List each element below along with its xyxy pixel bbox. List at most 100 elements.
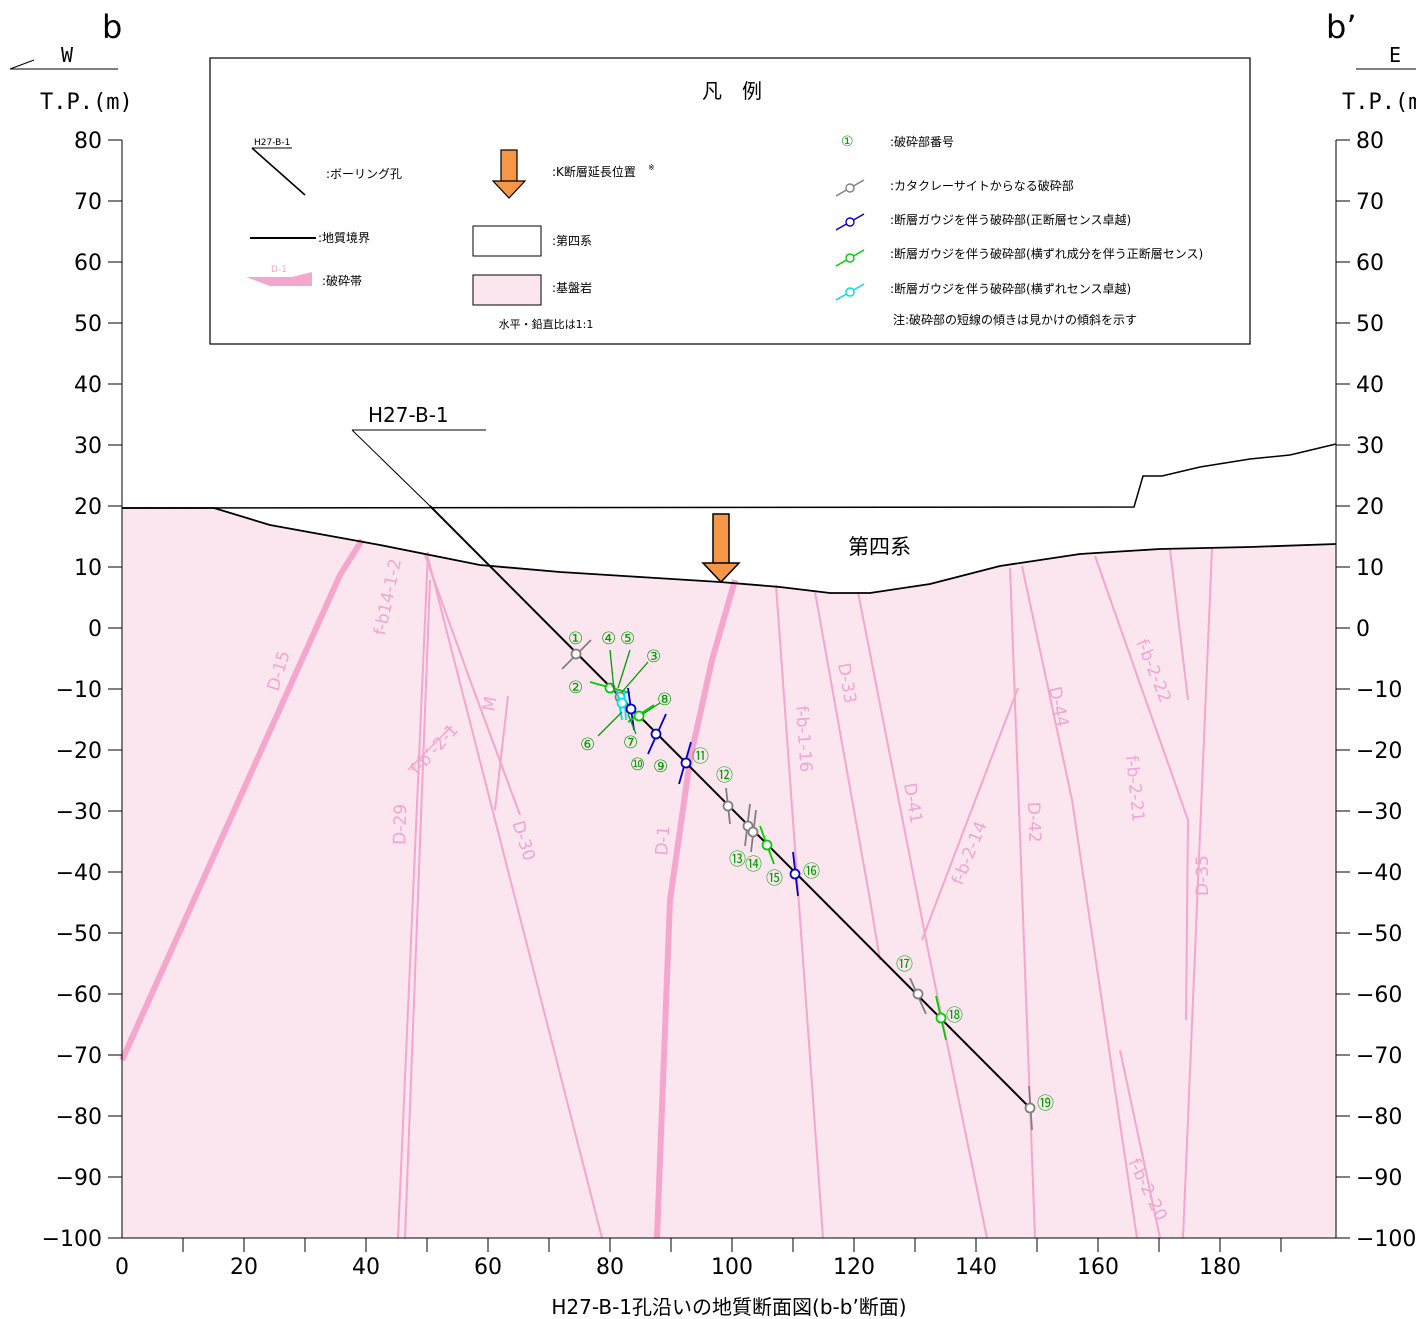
fracture-7	[625, 687, 637, 731]
fracture-no-1: ①	[568, 629, 583, 649]
x-tick-label: 180	[1199, 1255, 1241, 1280]
legend-borehole-icon	[251, 147, 306, 196]
x-tick-label: 160	[1077, 1255, 1119, 1280]
y-tick-label-right: 20	[1356, 495, 1384, 520]
east-direction: E	[1389, 43, 1401, 67]
y-tick-label-right: −60	[1356, 983, 1402, 1008]
fracture-no-11: ⑪	[692, 747, 709, 767]
legend-k-fault: :K断層延長位置	[552, 164, 636, 179]
fault-d42	[1009, 567, 1036, 1239]
y-tick-label-left: −40	[56, 861, 102, 886]
y-tick-label-right: −70	[1356, 1044, 1402, 1069]
fault-d33	[814, 591, 881, 961]
y-tick-label-right: −80	[1356, 1105, 1402, 1130]
x-tick-label: 80	[596, 1255, 624, 1280]
section-end-label: b’	[1326, 8, 1356, 46]
borehole-above	[351, 429, 431, 507]
fault-d35	[1182, 547, 1213, 1239]
legend-zone: :破砕帯	[322, 273, 362, 288]
right-unit-label: T.P.(m)	[1342, 90, 1416, 115]
fault-fb2-1	[424, 554, 521, 816]
fracture-4-5	[616, 689, 628, 721]
y-axis-left-labels: 80706050403020100−10−20−30−40−50−60−70−8…	[42, 129, 102, 1252]
ground-surface	[121, 443, 1337, 509]
legend-quaternary-swatch	[472, 225, 542, 257]
fracture-zones	[119, 538, 1213, 1239]
y-tick-label-left: 60	[74, 251, 102, 276]
fracture-14	[747, 809, 759, 853]
y-tick-label-left: −60	[56, 983, 102, 1008]
label-m: M	[479, 695, 501, 713]
fracture-11	[678, 741, 692, 785]
legend-borehole: :ボーリング孔	[326, 167, 402, 181]
y-tick-label-left: 50	[74, 312, 102, 337]
legend: 凡 例 H27-B-1 :ボーリング孔 :地質境界 D-1 :破砕帯 :K断層延…	[209, 57, 1251, 345]
y-tick-label-right: 60	[1356, 251, 1384, 276]
fault-fb14	[397, 551, 429, 1239]
fault-fb220	[1119, 1049, 1161, 1239]
fracture-no-3: ③	[646, 647, 661, 667]
x-tick-marks	[182, 1238, 1282, 1252]
y-tick-label-left: −20	[56, 739, 102, 764]
y-axis-right-labels: 80706050403020100−10−20−30−40−50−60−70−8…	[1356, 129, 1416, 1252]
y-tick-label-right: 10	[1356, 556, 1384, 581]
y-tick-label-left: 0	[88, 617, 102, 642]
k-fault-arrow	[701, 513, 741, 584]
left-unit-label: T.P.(m)	[40, 90, 133, 115]
legend-gouge-strike: :断層ガウジを伴う破砕部(横ずれセンス卓越)	[890, 281, 1131, 296]
fracture-no-10: ⑩	[630, 755, 645, 775]
legend-gouge-oblique: :断層ガウジを伴う破砕部(横ずれ成分を伴う正断層センス)	[890, 246, 1203, 261]
fault-fb2-1b	[407, 725, 453, 771]
legend-quaternary: :第四系	[552, 234, 592, 248]
fracture-no-17: ⑰	[896, 955, 913, 975]
fault-fb214	[921, 687, 1019, 941]
legend-bedrock-swatch	[472, 274, 542, 306]
y-tick-label-right: −90	[1356, 1166, 1402, 1191]
fracture-no-6: ⑥	[580, 735, 595, 755]
fracture-8	[627, 704, 655, 723]
fracture-9	[647, 713, 667, 755]
label-d29: D-29	[390, 804, 411, 846]
y-tick-label-left: 20	[74, 495, 102, 520]
y-tick-label-left: 30	[74, 434, 102, 459]
fracture-no-2: ②	[568, 678, 583, 698]
legend-gouge-normal: :断層ガウジを伴う破砕部(正断層センス卓越)	[890, 212, 1131, 227]
y-tick-label-left: −30	[56, 800, 102, 825]
y-tick-label-right: 30	[1356, 434, 1384, 459]
legend-gouge-normal-icon	[835, 213, 865, 231]
label-d42: D-42	[1023, 801, 1044, 843]
y-tick-label-right: −10	[1356, 678, 1402, 703]
y-tick-label-right: −40	[1356, 861, 1402, 886]
y-tick-label-right: 0	[1356, 617, 1370, 642]
x-tick-label: 40	[352, 1255, 380, 1280]
x-tick-label: 140	[955, 1255, 997, 1280]
fracture-12	[722, 787, 734, 825]
x-tick-label: 20	[230, 1255, 258, 1280]
legend-borehole-sample: H27-B-1	[254, 138, 290, 148]
fracture-no-5: ⑤	[620, 629, 635, 649]
fault-d44	[1021, 565, 1138, 1239]
y-tick-label-left: −10	[56, 678, 102, 703]
fracture-no-8: ⑧	[657, 690, 672, 710]
fracture-15	[759, 825, 775, 865]
fault-fb221	[1169, 549, 1189, 701]
y-tick-label-right: 40	[1356, 373, 1384, 398]
label-d35: D-35	[1193, 855, 1213, 896]
legend-title: 凡 例	[702, 79, 762, 103]
fault-fb222	[1094, 555, 1190, 1021]
fault-m	[494, 695, 509, 811]
quaternary-label: 第四系	[848, 535, 911, 559]
west-direction: W	[61, 43, 74, 67]
fracture-no-14: ⑭	[745, 855, 762, 875]
geologic-boundary	[122, 507, 1337, 594]
x-tick-label: 60	[474, 1255, 502, 1280]
y-tick-label-left: 40	[74, 373, 102, 398]
legend-note: 注:破砕部の短線の傾きは見かけの傾斜を示す	[893, 312, 1137, 327]
fracture-no-19: ⑲	[1037, 1094, 1054, 1114]
fracture-18	[935, 995, 947, 1041]
bedrock-area	[122, 508, 1336, 1238]
fault-d30	[427, 557, 603, 1239]
legend-k-fault-mark: ※	[648, 163, 655, 172]
legend-zone-sample: D-1	[271, 265, 287, 275]
